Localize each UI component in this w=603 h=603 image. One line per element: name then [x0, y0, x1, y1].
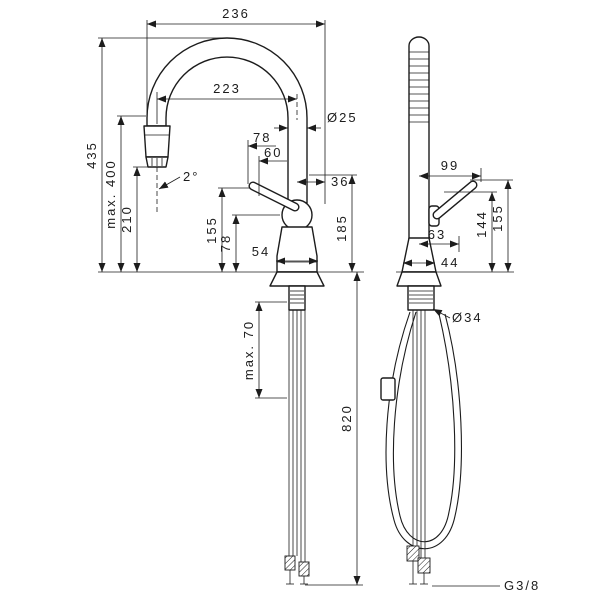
dim-label-155-side: 155	[490, 204, 505, 232]
dimensions-front: 236 223 Ø25 78 60 435 max. 400 210 2° 15…	[84, 6, 364, 586]
hose-connector	[406, 545, 420, 562]
dim-label-435: 435	[84, 141, 99, 169]
leader-dia34	[432, 308, 451, 319]
supply-hoses-side	[412, 310, 426, 558]
dim-label-60-offset: 60	[264, 145, 282, 160]
hose-connector	[298, 561, 310, 577]
mixer-body	[276, 226, 318, 273]
handle-lever-fill	[249, 182, 299, 211]
threaded-shank-side	[407, 285, 435, 311]
pullout-hose-loop-outer	[385, 311, 462, 550]
dim-label-dia25: Ø25	[327, 110, 358, 125]
escutcheon-side	[396, 271, 442, 287]
dim-label-36: 36	[331, 174, 349, 189]
handle-lever-side-fill	[433, 181, 477, 219]
dim-label-44: 44	[441, 255, 459, 270]
dim-label-99: 99	[441, 158, 459, 173]
dim-label-63: 63	[428, 227, 446, 242]
pullout-hose-loop-inner	[392, 311, 456, 543]
spray-head	[143, 125, 171, 158]
dim-label-185: 185	[334, 214, 349, 242]
supply-hoses-front	[288, 310, 306, 562]
dim-label-2deg: 2°	[183, 169, 199, 184]
hose-weight	[380, 377, 396, 401]
escutcheon-front	[269, 271, 325, 287]
body-base-side	[401, 237, 437, 273]
dim-label-144: 144	[474, 210, 489, 238]
hose-connector	[284, 555, 296, 571]
hose-connector	[417, 557, 431, 574]
dim-label-max400: max. 400	[103, 159, 118, 228]
dim-label-223: 223	[213, 81, 241, 96]
dim-label-g38: G3/8	[504, 578, 540, 593]
dim-label-236: 236	[222, 6, 250, 21]
dimensions-side: 99 144 155 63 44 Ø34 G3/8	[396, 158, 540, 593]
dim-label-max70: max. 70	[241, 320, 256, 380]
dim-label-78-height: 78	[218, 234, 233, 252]
spout-segment-lines	[409, 51, 429, 123]
side-view	[380, 36, 478, 585]
angle-leader-2deg	[158, 176, 181, 190]
dim-label-210: 210	[119, 205, 134, 233]
dim-label-820: 820	[339, 404, 354, 432]
dim-label-dia34: Ø34	[452, 310, 483, 325]
spout-outline	[146, 37, 308, 204]
dim-label-155-front: 155	[204, 216, 219, 244]
dim-label-54: 54	[252, 244, 270, 259]
pipe-outline-side	[408, 36, 430, 273]
dim-label-78-offset: 78	[253, 130, 271, 145]
threaded-shank-front	[288, 285, 306, 311]
